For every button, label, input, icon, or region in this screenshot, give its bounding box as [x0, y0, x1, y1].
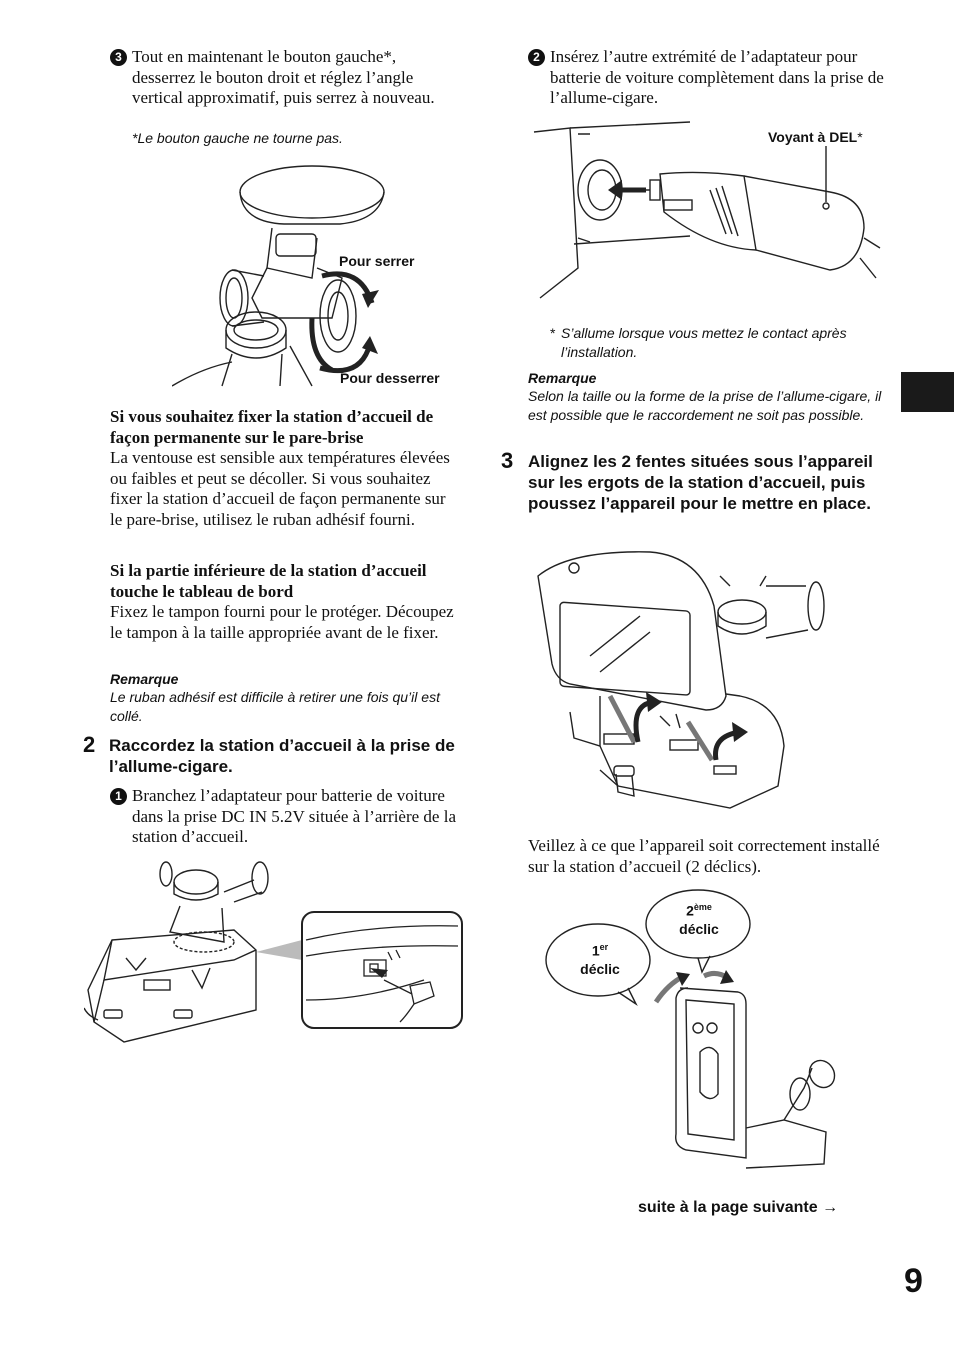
step-3-number: 3	[501, 448, 514, 473]
step-footnote: *Le bouton gauche ne tourne pas.	[132, 130, 343, 146]
footnote-star: *	[550, 325, 556, 341]
step-number-badge: 3	[110, 49, 127, 66]
page-number: 9	[904, 1262, 923, 1300]
step-2-number: 2	[83, 732, 96, 757]
led-indicator-label: Voyant à DEL*	[768, 129, 863, 145]
note-body: Le ruban adhésif est difficile à retirer…	[110, 689, 440, 724]
continued-next-page: suite à la page suivante →	[638, 1199, 838, 1217]
note-heading: Remarque	[110, 671, 179, 687]
led-label-text: Voyant à DEL	[768, 129, 858, 145]
note-body: Selon la taille ou la forme de la prise …	[528, 388, 882, 423]
step-number-badge: 2	[528, 49, 545, 66]
footnote-text: S’allume lorsque vous mettez le contact …	[561, 325, 847, 360]
second-click-bubble: 2ème déclic	[668, 898, 730, 938]
step-text: Insérez l’autre extrémité de l’adaptateu…	[550, 47, 884, 107]
bubble-sup: ème	[693, 902, 712, 912]
bubble-sup: er	[599, 942, 609, 952]
section-title: Si vous souhaitez fixer la station d’acc…	[110, 407, 434, 447]
cradle-dc-in-illustration	[84, 861, 463, 1043]
led-footnote: * S’allume lorsque vous mettez le contac…	[550, 324, 897, 362]
section-dashboard-contact: Si la partie inférieure de la station d’…	[110, 561, 462, 643]
continue-text: suite à la page suivante	[638, 1199, 818, 1216]
section-body: Fixez le tampon fourni pour le protéger.…	[110, 602, 454, 642]
section-title: Si la partie inférieure de la station d’…	[110, 561, 427, 601]
device-cradle-illustration	[537, 551, 825, 809]
cigarette-lighter-illustration	[533, 121, 881, 299]
note-socket: Remarque Selon la taille ou la forme de …	[528, 369, 884, 425]
step-text: Branchez l’adaptateur pour batterie de v…	[132, 786, 456, 846]
label-tighten: Pour serrer	[339, 253, 415, 269]
step-3-body: Veillez à ce que l’appareil soit correct…	[528, 836, 880, 876]
section-permanent-windshield: Si vous souhaitez fixer la station d’acc…	[110, 407, 462, 530]
step-2-heading: Raccordez la station d’accueil à la pris…	[109, 736, 455, 776]
mount-knob-illustration	[172, 165, 385, 387]
step-text: Tout en maintenant le bouton gauche*, de…	[132, 47, 435, 107]
step-number-badge: 1	[110, 788, 127, 805]
step-3-heading: Alignez les 2 fentes situées sous l’appa…	[528, 452, 873, 513]
bubble-word: déclic	[580, 960, 620, 977]
chapter-tab-marker	[901, 372, 954, 412]
label-loosen: Pour desserrer	[340, 370, 440, 386]
note-heading: Remarque	[528, 370, 597, 386]
note-adhesive: Remarque Le ruban adhésif est difficile …	[110, 670, 466, 726]
click-bubbles-illustration	[545, 889, 836, 1169]
first-click-bubble: 1er déclic	[572, 938, 628, 978]
bubble-number: 2	[686, 902, 694, 919]
led-label-star: *	[857, 129, 863, 145]
arrow-right-icon: →	[822, 1199, 839, 1216]
bubble-number: 1	[591, 942, 600, 959]
section-body: La ventouse est sensible aux température…	[110, 448, 450, 529]
bubble-word: déclic	[679, 920, 719, 937]
